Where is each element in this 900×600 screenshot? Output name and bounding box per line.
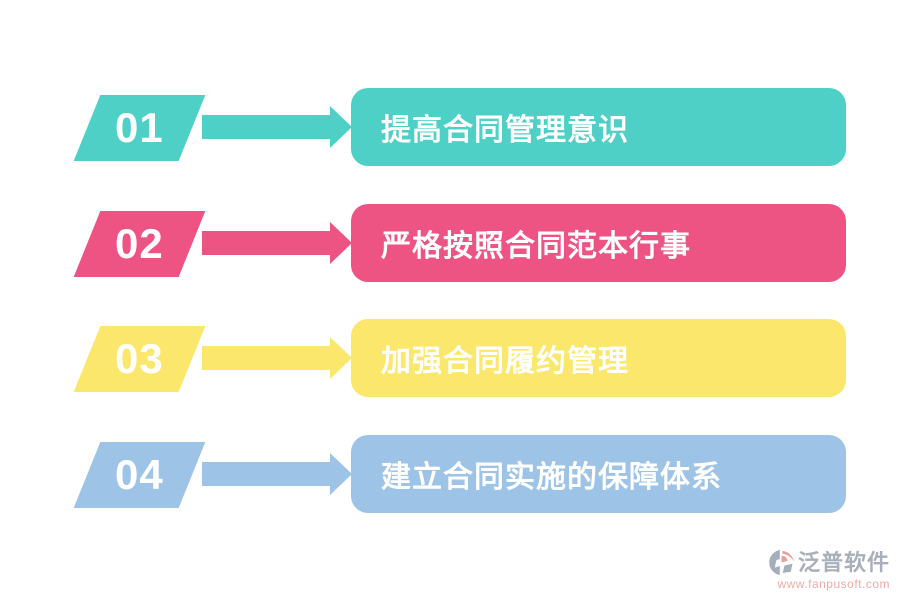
step-bar: 建立合同实施的保障体系 (351, 435, 846, 513)
step-bar: 提高合同管理意识 (351, 88, 846, 166)
arrow-icon (202, 115, 331, 139)
brand-name: 泛普软件 (797, 549, 890, 575)
arrow-icon (202, 346, 331, 370)
footer-logo: 泛普软件 www.fanpusoft.com (750, 549, 890, 590)
step-number-badge: 02 (73, 211, 206, 277)
arrow-head-icon (330, 106, 352, 148)
step-bar: 严格按照合同范本行事 (351, 204, 846, 282)
step-label: 建立合同实施的保障体系 (381, 461, 722, 494)
step-label: 提高合同管理意识 (381, 114, 629, 147)
step-bar: 加强合同履约管理 (351, 319, 846, 397)
fanpu-logo-icon (769, 549, 795, 576)
step-row: 01 提高合同管理意识 (0, 88, 900, 166)
arrow-icon (202, 231, 331, 255)
step-label: 加强合同履约管理 (381, 345, 629, 378)
step-row: 02 严格按照合同范本行事 (0, 204, 900, 282)
step-number-badge: 01 (73, 95, 206, 161)
arrow-icon (202, 462, 331, 486)
arrow-head-icon (330, 222, 352, 264)
step-number: 03 (115, 335, 164, 382)
step-label: 严格按照合同范本行事 (381, 230, 691, 263)
brand-url: www.fanpusoft.com (777, 577, 890, 591)
arrow-head-icon (330, 453, 352, 495)
step-row: 03 加强合同履约管理 (0, 319, 900, 397)
step-number-badge: 04 (73, 442, 206, 508)
step-number: 01 (115, 104, 164, 151)
step-number-badge: 03 (73, 326, 206, 392)
arrow-head-icon (330, 337, 352, 379)
step-row: 04 建立合同实施的保障体系 (0, 435, 900, 513)
step-number: 04 (115, 451, 164, 498)
step-number: 02 (115, 220, 164, 267)
